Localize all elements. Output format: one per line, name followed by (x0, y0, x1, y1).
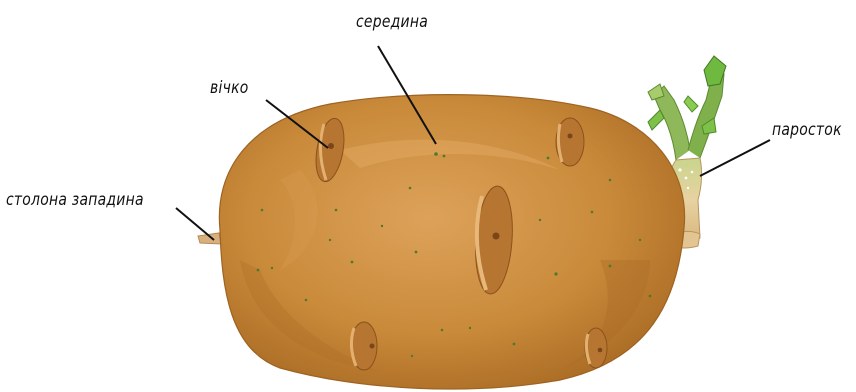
eye-top-right (556, 118, 584, 166)
label-stolon-hollow: столона западина (6, 190, 144, 210)
potato-body (219, 95, 684, 389)
label-middle: середина (356, 12, 428, 32)
stolon-stub (198, 233, 221, 244)
label-sprout: паросток (772, 120, 842, 140)
eye-bottom-right (585, 328, 607, 368)
eye-bottom-left (351, 322, 377, 370)
leader-stolon (176, 208, 214, 240)
label-eye: вічко (210, 78, 249, 98)
leader-sprout (700, 140, 770, 176)
